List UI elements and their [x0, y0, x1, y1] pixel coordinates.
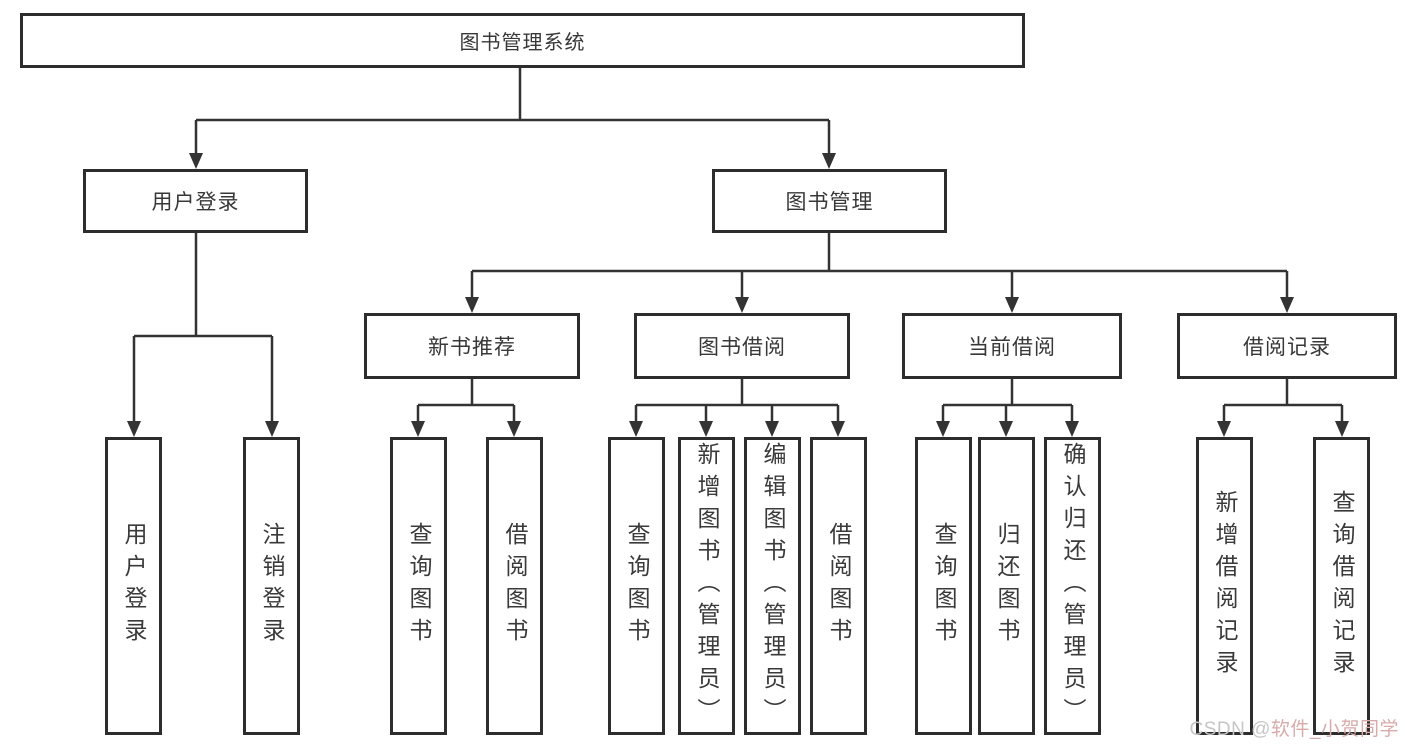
- leaf-add-books-admin-label: 新增图书（管理员）: [694, 442, 720, 730]
- leaf-logout-label: 注销登录: [259, 522, 285, 650]
- leaf-borrow-books-1: 借阅图书: [486, 437, 543, 735]
- node-new-book-recommend: 新书推荐: [364, 313, 580, 379]
- node-borrow-records: 借阅记录: [1177, 313, 1397, 379]
- leaf-edit-books-admin: 编辑图书（管理员）: [744, 437, 801, 735]
- node-user-login-label: 用户登录: [151, 191, 240, 214]
- leaf-query-books-3: 查询图书: [915, 437, 972, 735]
- leaf-query-books-2: 查询图书: [608, 437, 665, 735]
- csdn-watermark: CSDN @软件_小贺同学: [1190, 714, 1399, 741]
- node-root-system: 图书管理系统: [20, 13, 1025, 68]
- leaf-return-books: 归还图书: [978, 437, 1035, 735]
- node-book-management: 图书管理: [712, 169, 947, 233]
- leaf-borrow-books-1-label: 借阅图书: [502, 522, 528, 650]
- csdn-watermark-username: 软件_小贺同学: [1270, 719, 1399, 740]
- leaf-return-books-label: 归还图书: [994, 522, 1020, 650]
- arrowheads: [127, 153, 1349, 437]
- leaf-query-books-2-label: 查询图书: [624, 522, 650, 650]
- leaf-borrow-books-2-label: 借阅图书: [826, 522, 852, 650]
- node-new-book-recommend-label: 新书推荐: [428, 336, 516, 359]
- leaf-query-books-3-label: 查询图书: [931, 522, 957, 650]
- csdn-watermark-prefix: CSDN @: [1189, 719, 1271, 740]
- leaf-borrow-books-2: 借阅图书: [810, 437, 867, 735]
- node-current-borrowing: 当前借阅: [902, 313, 1122, 379]
- leaf-edit-books-admin-label: 编辑图书（管理员）: [760, 442, 786, 730]
- node-book-borrowing: 图书借阅: [634, 313, 850, 379]
- leaf-query-books-1: 查询图书: [390, 437, 447, 735]
- leaf-query-books-1-label: 查询图书: [406, 522, 432, 650]
- leaf-confirm-return-admin-label: 确认归还（管理员）: [1060, 442, 1086, 730]
- leaf-confirm-return-admin: 确认归还（管理员）: [1044, 437, 1101, 735]
- node-book-management-label: 图书管理: [785, 191, 874, 214]
- node-user-login: 用户登录: [83, 169, 308, 233]
- leaf-query-borrow-record: 查询借阅记录: [1313, 437, 1370, 735]
- leaf-add-borrow-record: 新增借阅记录: [1196, 437, 1253, 735]
- leaf-query-borrow-record-label: 查询借阅记录: [1329, 490, 1355, 682]
- leaf-add-books-admin: 新增图书（管理员）: [678, 437, 735, 735]
- node-root-label: 图书管理系统: [459, 32, 586, 54]
- leaf-logout: 注销登录: [243, 437, 300, 735]
- node-borrow-records-label: 借阅记录: [1243, 336, 1331, 359]
- leaf-user-login: 用户登录: [105, 437, 162, 735]
- leaf-add-borrow-record-label: 新增借阅记录: [1212, 490, 1238, 682]
- node-current-borrowing-label: 当前借阅: [968, 336, 1056, 359]
- node-book-borrowing-label: 图书借阅: [698, 336, 786, 359]
- leaf-user-login-label: 用户登录: [121, 522, 147, 650]
